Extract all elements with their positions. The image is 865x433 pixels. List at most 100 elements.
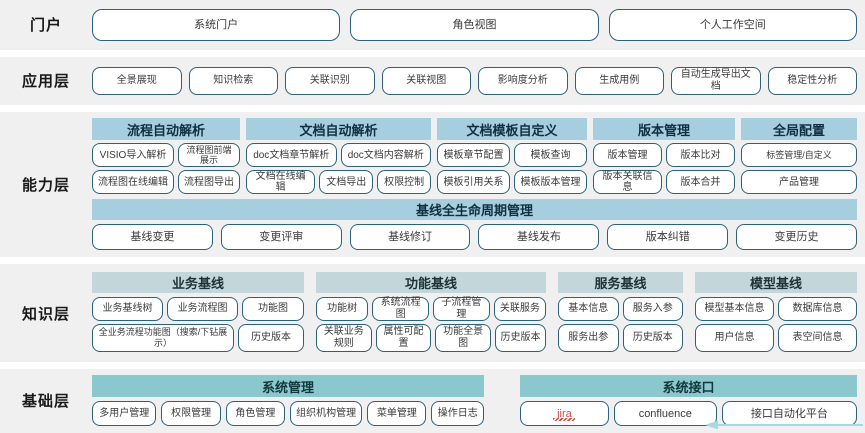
cap-group-header-3: 版本管理 (593, 118, 735, 141)
know-item-2-1-1[interactable]: 历史版本 (622, 323, 683, 352)
base-item-0-3[interactable]: 组织机构管理 (289, 401, 363, 427)
cap-item-0-1-0[interactable]: 流程图在线编辑 (92, 170, 174, 195)
row-portal: 门户 系统门户 角色视图 个人工作空间 (0, 0, 865, 50)
app-item-3[interactable]: 关联视图 (381, 66, 471, 95)
know-item-1-0-0[interactable]: 功能树 (316, 296, 369, 321)
know-item-1-0-2[interactable]: 子流程管理 (433, 296, 490, 321)
cap-group-header-0: 流程自动解析 (92, 118, 240, 141)
know-group-header-0: 业务基线 (92, 271, 304, 293)
cap-line-2-0: 模板章节配置 模板查询 (437, 143, 587, 168)
jira-label: jira (557, 407, 572, 420)
base-line-0: 多用户管理 权限管理 角色管理 组织机构管理 菜单管理 操作日志 (92, 401, 485, 427)
row-label-capability: 能力层 (21, 176, 70, 194)
baseline-item-0[interactable]: 基线变更 (92, 224, 213, 251)
app-item-2[interactable]: 关联识别 (285, 66, 375, 95)
baseline-item-3[interactable]: 基线发布 (478, 224, 600, 251)
app-item-4[interactable]: 影响度分析 (478, 66, 568, 95)
basic-groups: 系统管理 多用户管理 权限管理 角色管理 组织机构管理 菜单管理 操作日志 系统… (92, 375, 857, 427)
band-gap-1 (0, 49, 865, 57)
cap-line-3-0: 版本管理 版本比对 (593, 143, 735, 168)
know-item-1-0-3[interactable]: 关联服务 (493, 296, 546, 321)
know-item-1-1-2[interactable]: 功能全景图 (435, 323, 491, 352)
cap-item-1-1-1[interactable]: 文档导出 (319, 170, 374, 195)
app-item-6[interactable]: 自动生成导出文档 (671, 66, 761, 95)
cap-item-1-1-0[interactable]: 文档在线编辑 (246, 170, 316, 195)
cap-group-rows-0: VISIO导入解析 流程图前端展示 流程图在线编辑 流程图导出 (92, 143, 240, 195)
know-item-1-1-3[interactable]: 历史版本 (494, 323, 546, 352)
know-line-2-1: 服务出参 历史版本 (558, 323, 683, 352)
spellcheck-squiggle-icon (553, 418, 576, 422)
row-capability: 能力层 流程自动解析 VISIO导入解析 流程图前端展示 流程图在线编辑 流程图… (0, 111, 865, 258)
baseline-items: 基线变更 变更评审 基线修订 基线发布 版本纠错 变更历史 (92, 224, 857, 251)
know-line-0-1: 全业务流程功能图（搜索/下钻展示） 历史版本 (92, 323, 304, 352)
know-group-function-baseline: 功能基线 功能树 系统流程图 子流程管理 关联服务 关联业务规则 属性可配置 功… (316, 271, 546, 355)
cap-item-4-1-0[interactable]: 产品管理 (741, 170, 857, 195)
know-item-0-1-1[interactable]: 历史版本 (237, 323, 304, 352)
know-group-header-2: 服务基线 (558, 271, 683, 293)
know-line-3-1: 用户信息 表空间信息 (695, 323, 857, 352)
know-item-0-1-0[interactable]: 全业务流程功能图（搜索/下钻展示） (92, 323, 234, 352)
cap-group-doc-template: 文档模板自定义 模板章节配置 模板查询 模板引用关系 模板版本管理 (437, 118, 587, 195)
cap-item-0-0-0[interactable]: VISIO导入解析 (92, 143, 174, 168)
base-item-0-5[interactable]: 操作日志 (431, 401, 485, 427)
cap-line-1-1: 文档在线编辑 文档导出 权限控制 (246, 170, 431, 195)
baseline-lifecycle-block: 基线全生命周期管理 基线变更 变更评审 基线修订 基线发布 版本纠错 变更历史 (92, 199, 857, 251)
cap-group-header-4: 全局配置 (741, 118, 857, 141)
know-item-2-0-1[interactable]: 服务入参 (622, 296, 683, 321)
base-item-1-2[interactable]: 接口自动化平台 (721, 401, 857, 427)
cap-item-3-0-0[interactable]: 版本管理 (593, 143, 662, 168)
cap-item-2-0-0[interactable]: 模板章节配置 (437, 143, 510, 168)
base-item-1-0[interactable]: jira (520, 401, 609, 427)
cap-item-1-0-1[interactable]: doc文档内容解析 (340, 143, 431, 168)
cap-item-4-0-0[interactable]: 标签管理/自定义 (741, 143, 857, 168)
know-item-2-0-0[interactable]: 基本信息 (558, 296, 619, 321)
band-gap-2 (0, 104, 865, 112)
app-item-0[interactable]: 全景展现 (92, 66, 182, 95)
cap-item-0-0-1[interactable]: 流程图前端展示 (178, 143, 240, 168)
app-item-7[interactable]: 稳定性分析 (767, 66, 857, 95)
cap-item-0-1-1[interactable]: 流程图导出 (178, 170, 240, 195)
know-item-3-0-0[interactable]: 模型基本信息 (695, 296, 774, 321)
cap-group-version-mgmt: 版本管理 版本管理 版本比对 版本关联信息 版本合并 (593, 118, 735, 195)
know-item-0-0-1[interactable]: 业务流程图 (167, 296, 239, 321)
cap-item-3-1-0[interactable]: 版本关联信息 (593, 170, 662, 195)
portal-item-0[interactable]: 系统门户 (92, 8, 341, 41)
cap-item-3-0-1[interactable]: 版本比对 (666, 143, 735, 168)
row-body-basic: 系统管理 多用户管理 权限管理 角色管理 组织机构管理 菜单管理 操作日志 系统… (92, 369, 865, 433)
know-item-1-0-1[interactable]: 系统流程图 (372, 296, 429, 321)
know-item-1-1-1[interactable]: 属性可配置 (375, 323, 432, 352)
app-item-1[interactable]: 知识检索 (188, 66, 278, 95)
know-item-0-0-2[interactable]: 功能图 (242, 296, 304, 321)
cap-item-2-0-1[interactable]: 模板查询 (514, 143, 587, 168)
cap-item-3-1-1[interactable]: 版本合并 (666, 170, 735, 195)
baseline-item-5[interactable]: 变更历史 (736, 224, 857, 251)
baseline-item-4[interactable]: 版本纠错 (607, 224, 729, 251)
base-line-1: jira confluence 接口自动化平台 (520, 401, 857, 427)
base-item-0-0[interactable]: 多用户管理 (92, 401, 157, 427)
baseline-item-1[interactable]: 变更评审 (220, 224, 342, 251)
portal-item-2[interactable]: 个人工作空间 (608, 8, 857, 41)
know-item-2-1-0[interactable]: 服务出参 (558, 323, 619, 352)
know-item-0-0-0[interactable]: 业务基线树 (92, 296, 164, 321)
band-gap-4 (0, 361, 865, 369)
baseline-item-2[interactable]: 基线修订 (349, 224, 471, 251)
cap-group-header-1: 文档自动解析 (246, 118, 431, 141)
know-item-3-0-1[interactable]: 数据库信息 (778, 296, 857, 321)
cap-item-2-1-1[interactable]: 模板版本管理 (514, 170, 587, 195)
base-item-0-1[interactable]: 权限管理 (161, 401, 221, 427)
know-line-0-0: 业务基线树 业务流程图 功能图 (92, 296, 304, 321)
portal-item-1[interactable]: 角色视图 (350, 8, 599, 41)
cap-group-process-parse: 流程自动解析 VISIO导入解析 流程图前端展示 流程图在线编辑 流程图导出 (92, 118, 240, 195)
row-application: 应用层 全景展现 知识检索 关联识别 关联视图 影响度分析 生成用例 自动生成导… (0, 56, 865, 105)
know-item-3-1-1[interactable]: 表空间信息 (778, 323, 857, 352)
know-item-1-1-0[interactable]: 关联业务规则 (316, 323, 372, 352)
cap-item-1-1-2[interactable]: 权限控制 (377, 170, 431, 195)
base-item-0-2[interactable]: 角色管理 (225, 401, 285, 427)
cap-item-1-0-0[interactable]: doc文档章节解析 (246, 143, 337, 168)
app-item-5[interactable]: 生成用例 (574, 66, 664, 95)
base-item-0-4[interactable]: 菜单管理 (367, 401, 427, 427)
base-item-1-1[interactable]: confluence (613, 401, 717, 427)
cap-item-2-1-0[interactable]: 模板引用关系 (437, 170, 510, 195)
know-item-3-1-0[interactable]: 用户信息 (695, 323, 774, 352)
